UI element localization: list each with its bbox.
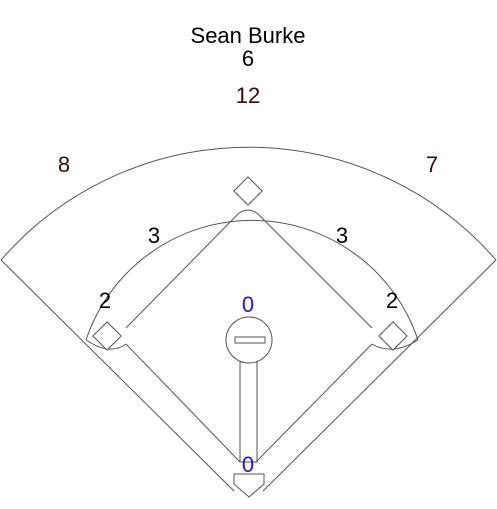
zone-value-left-field: 8 xyxy=(58,152,70,177)
basepath-second-to-first xyxy=(257,213,373,329)
mound-lane xyxy=(239,361,258,463)
basepath-home-to-third xyxy=(125,343,241,463)
second-base-cutout xyxy=(237,209,259,215)
basepath-first-to-home xyxy=(255,343,373,463)
zone-value-center-deep: 12 xyxy=(236,83,260,108)
zone-value-first-base-line: 2 xyxy=(386,288,398,313)
outfield-fence xyxy=(0,146,497,261)
zone-value-third-base-line: 2 xyxy=(99,288,111,313)
zone-value-pitcher: 0 xyxy=(242,292,254,317)
zone-value-center-top: 6 xyxy=(242,46,254,71)
left-foul-line xyxy=(0,259,235,492)
home-plate-icon xyxy=(233,473,265,498)
right-foul-line xyxy=(262,259,497,492)
player-name: Sean Burke xyxy=(191,23,306,48)
zone-value-right-infield: 3 xyxy=(336,223,348,248)
second-base-icon xyxy=(233,176,263,206)
zone-value-left-infield: 3 xyxy=(148,223,160,248)
first-base-icon xyxy=(378,321,408,351)
zone-value-right-field: 7 xyxy=(426,152,438,177)
infield-arc xyxy=(85,219,419,341)
basepath-third-to-second xyxy=(125,213,239,329)
third-base-icon xyxy=(92,321,122,351)
zone-value-catcher: 0 xyxy=(242,452,254,477)
pitcher-rubber-icon xyxy=(234,336,266,344)
